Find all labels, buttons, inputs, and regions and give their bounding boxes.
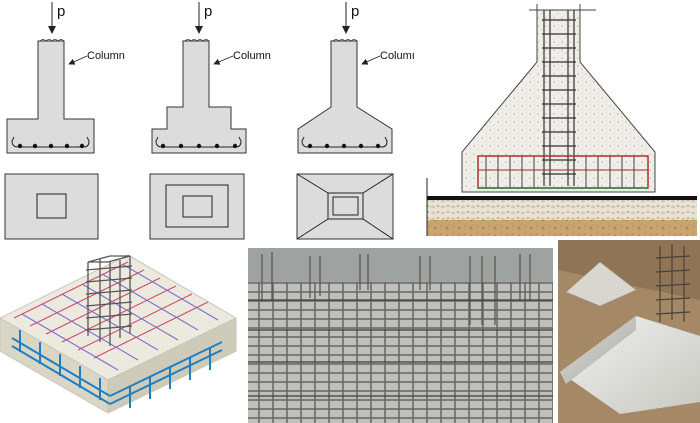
column-leader-icon	[361, 55, 381, 65]
footing-sloped-section: p Columı	[297, 2, 415, 154]
load-label: p	[204, 3, 212, 20]
footing-rebar-mat	[477, 155, 649, 189]
column-rebar-cage	[85, 255, 133, 346]
rebar-mesh-site-photo	[248, 248, 553, 423]
column-label: Columı	[380, 50, 415, 62]
column-rebar-cage	[655, 244, 691, 322]
load-label: p	[351, 3, 359, 20]
footing-simple-section: p Column	[6, 2, 125, 154]
column-label: Column	[233, 50, 271, 62]
bottom-rebar	[11, 136, 90, 149]
column-label: Column	[87, 50, 125, 62]
column-leader-icon	[68, 55, 88, 65]
footing-stepped-section: p Column	[151, 2, 271, 154]
footing-3d-rebar-model	[0, 254, 238, 414]
pyramid-footing-photo	[558, 240, 700, 423]
footing-sloped-plan	[296, 173, 394, 240]
footing-stepped-plan	[149, 173, 245, 240]
column-leader-icon	[213, 55, 234, 65]
bottom-rebar	[301, 136, 388, 149]
footing-section-render	[426, 4, 697, 236]
footing-simple-plan	[4, 173, 99, 240]
bottom-rebar	[155, 136, 242, 149]
load-label: p	[57, 3, 65, 20]
